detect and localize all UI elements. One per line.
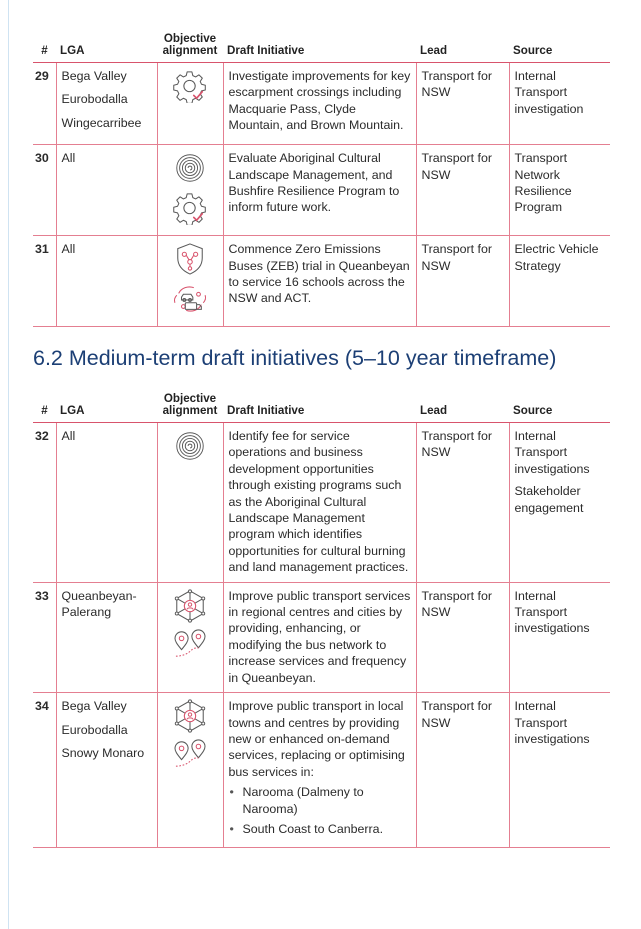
source-cell: Electric Vehicle Strategy (508, 235, 610, 328)
header-number: # (33, 33, 56, 63)
source-text: Internal Transport investigations (514, 429, 590, 476)
source-text: Stakeholder engagement (514, 484, 584, 515)
row-number: 31 (33, 235, 56, 328)
lead-cell: Transport for NSW (415, 62, 509, 146)
lga-name: Wingecarribee (61, 115, 142, 130)
objective-alignment-cell (156, 62, 223, 146)
source-text: Electric Vehicle Strategy (514, 242, 599, 273)
initiative-text: Improve public transport services in reg… (228, 588, 411, 685)
source-cell: Internal Transport investigation (508, 62, 610, 146)
initiative-text: Identify fee for service operations and … (228, 429, 409, 575)
objective-alignment-cell (156, 235, 223, 328)
header-objective-alignment: Objective alignment (157, 33, 223, 63)
gear-check-icon (160, 191, 221, 226)
initiatives-table-medium-term: # LGA Objective alignment Draft Initiati… (33, 393, 610, 849)
draft-initiative-cell: Improve public transport services in reg… (222, 582, 416, 694)
draft-initiative-cell: Identify fee for service operations and … (222, 422, 416, 583)
page-margin-rule (8, 0, 9, 929)
header-number: # (33, 393, 56, 423)
header-source: Source (509, 33, 610, 63)
initiative-text: Improve public transport in local towns … (228, 699, 405, 779)
section-heading: 6.2 Medium-term draft initiatives (5–10 … (33, 346, 557, 370)
source-text: Internal Transport investigation (514, 69, 584, 116)
objective-alignment-cell (156, 692, 223, 849)
lead-cell: Transport for NSW (415, 582, 509, 694)
lga-cell: All (55, 235, 157, 328)
map-pins-icon (160, 739, 221, 769)
table-header-row: # LGA Objective alignment Draft Initiati… (33, 393, 610, 423)
draft-initiative-cell: Investigate improvements for key escarpm… (222, 62, 416, 146)
initiative-bullet: South Coast to Canberra. (229, 821, 411, 838)
lead-cell: Transport for NSW (415, 144, 509, 237)
lga-name: All (61, 242, 76, 257)
initiatives-table-short-term: # LGA Objective alignment Draft Initiati… (33, 33, 610, 328)
gear-check-icon (160, 69, 221, 103)
fingerprint-icon (160, 429, 221, 463)
draft-initiative-cell: Improve public transport in local towns … (222, 692, 416, 849)
initiative-bullet-list: Narooma (Dalmeny to Narooma) South Coast … (229, 784, 411, 838)
source-text: Internal Transport investigations (514, 699, 590, 746)
objective-alignment-cell (156, 582, 223, 694)
source-text: Transport Network Resilience Program (514, 151, 572, 215)
table-row: 32 All Identify fee for service operations… (33, 422, 610, 583)
lga-name: Queanbeyan-Palerang (61, 588, 137, 620)
table-header-row: # LGA Objective alignment Draft Initiati… (33, 33, 610, 63)
objective-alignment-cell (156, 422, 223, 583)
initiative-text: Commence Zero Emissions Buses (ZEB) tria… (228, 242, 410, 306)
initiative-text: Evaluate Aboriginal Cultural Landscape M… (228, 151, 400, 215)
row-number: 34 (33, 692, 56, 849)
draft-initiative-cell: Evaluate Aboriginal Cultural Landscape M… (222, 144, 416, 237)
draft-initiative-cell: Commence Zero Emissions Buses (ZEB) tria… (222, 235, 416, 328)
lga-name: Bega Valley (61, 69, 127, 83)
header-lead: Lead (416, 33, 509, 63)
source-cell: Internal Transport investigations (508, 692, 610, 849)
lga-name: Snowy Monaro (61, 745, 145, 760)
header-lead: Lead (416, 393, 509, 423)
ev-cycle-icon (160, 282, 221, 316)
fingerprint-icon (160, 151, 221, 185)
lead-cell: Transport for NSW (415, 235, 509, 328)
row-number: 30 (33, 144, 56, 237)
table-row: 30 All Evaluate Aboriginal Cultural Landsc… (33, 144, 610, 237)
objective-alignment-cell (156, 144, 223, 237)
header-lga: LGA (56, 393, 157, 423)
row-number: 32 (33, 422, 56, 583)
lead-cell: Transport for NSW (415, 692, 509, 849)
header-lga: LGA (56, 33, 157, 63)
row-number: 33 (33, 582, 56, 694)
lga-name: Eurobodalla (61, 722, 128, 737)
lga-cell: All (55, 422, 157, 583)
header-draft-initiative: Draft Initiative (223, 33, 416, 63)
source-cell: Transport Network Resilience Program (508, 144, 610, 237)
shield-network-icon (160, 242, 221, 276)
map-pins-icon (160, 629, 221, 659)
source-text: Internal Transport investigations (514, 588, 590, 636)
initiative-text: Investigate improvements for key escarpm… (228, 69, 411, 133)
lga-name: Eurobodalla (61, 92, 128, 107)
lga-name: Bega Valley (61, 699, 127, 714)
lga-cell: All (55, 144, 157, 237)
header-source: Source (509, 393, 610, 423)
header-objective-alignment: Objective alignment (157, 393, 223, 423)
people-network-icon (160, 589, 221, 623)
initiative-bullet: Narooma (Dalmeny to Narooma) (229, 784, 411, 817)
lead-cell: Transport for NSW (415, 422, 509, 583)
table-row: 31 All Commence Zero Emissions Buses (ZEB)… (33, 235, 610, 328)
lga-cell: Queanbeyan-Palerang (55, 582, 157, 694)
source-cell: Internal Transport investigations (508, 582, 610, 694)
lga-name: All (61, 151, 76, 166)
lga-name: All (61, 429, 76, 443)
row-number: 29 (33, 62, 56, 146)
people-network-icon (160, 699, 221, 733)
header-draft-initiative: Draft Initiative (223, 393, 416, 423)
